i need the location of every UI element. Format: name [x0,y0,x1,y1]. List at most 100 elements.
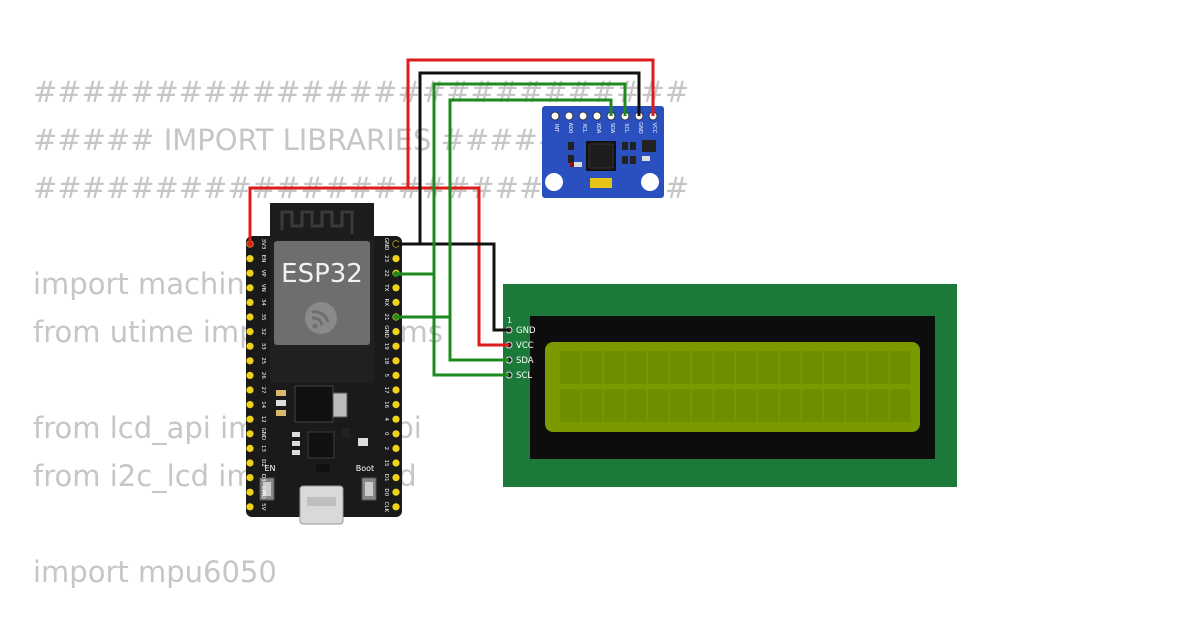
esp32-pin-27[interactable]: 27 [246,386,266,394]
lcd-char-cell [868,351,889,384]
esp32-pin-19[interactable]: 19 [383,342,400,351]
lcd-char-cell [714,389,735,422]
esp32-pin-label: CMD [260,486,266,499]
lcd-char-cell [560,351,581,384]
esp32-pin-rx[interactable]: RX [383,299,400,307]
esp32-pin-label: 15 [383,460,389,467]
wire-22-to-lcd-scl[interactable] [432,274,509,377]
esp32-pin-label: 17 [383,387,389,394]
espressif-logo [305,302,337,334]
esp32-pin-label: D3 [260,474,266,482]
esp32-pin-23[interactable]: 23 [383,255,400,263]
esp32-pin-12[interactable]: 12 [246,415,266,423]
esp32-pin-5v[interactable]: 5V [246,503,266,511]
lcd-pin-marker: 1 [507,316,512,325]
esp32-pin-label: 14 [260,401,266,408]
en-button[interactable]: EN [259,464,276,501]
esp32-pin-2[interactable]: 2 [383,444,400,452]
esp32-pin-33[interactable]: 33 [246,342,266,351]
lcd-character-grid [560,351,911,422]
esp32-pin-5[interactable]: 5 [383,371,400,379]
mpu-pin-label: SDA [609,123,615,134]
code-line: import mpu6050 [33,555,277,589]
antenna-trace [280,210,354,234]
esp32-pin-label: 25 [260,357,266,364]
mpu-pin-ad0[interactable]: AD0 [564,111,574,133]
wire-22-to-mpu-scl[interactable] [396,82,627,276]
esp32-pin-32[interactable]: 32 [246,328,266,336]
lcd-pin-label-scl: SCL [516,371,532,381]
esp32-pin-vp[interactable]: VP [246,269,266,278]
esp32-pin-label: 26 [260,372,266,379]
mpu-pin-xda[interactable]: XDA [592,111,602,134]
lcd-char-cell [648,351,669,384]
esp32-pin-34[interactable]: 34 [246,298,266,307]
esp32-pin-label: EN [260,255,266,263]
esp32-pin-d2[interactable]: D2 [246,459,266,467]
mpu-pin-label: VCC [651,123,657,134]
boot-button[interactable]: Boot [356,464,377,501]
lcd-char-cell [758,351,779,384]
lcd-char-cell [890,389,911,422]
esp32-pin-18[interactable]: 18 [383,357,400,365]
esp32-pin-label: 23 [383,255,389,262]
esp32-pin-15[interactable]: 15 [383,459,400,467]
esp32-pin-4[interactable]: 4 [383,415,400,423]
lcd-char-cell [802,351,823,384]
esp32-pin-label: 21 [383,314,389,321]
esp32-pin-16[interactable]: 16 [383,401,400,409]
esp32-pin-35[interactable]: 35 [246,313,266,321]
esp32-pin-gnd[interactable]: GND [383,325,400,338]
mpu-pin-label: XDA [595,123,601,134]
esp32-pin-0[interactable]: 0 [383,430,400,438]
mpu-pin-label: INT [553,124,559,133]
esp32-board[interactable]: ESP32 EN Boot [246,203,402,525]
usb-port[interactable] [299,485,344,525]
esp32-pin-cmd[interactable]: CMD [246,486,266,499]
esp32-pin-17[interactable]: 17 [383,386,400,394]
mpu-crystal [590,178,612,188]
esp32-pin-clk[interactable]: CLK [383,502,400,513]
mpu-pin-int[interactable]: INT [550,111,560,133]
lcd-char-cell [692,351,713,384]
esp32-pin-d3[interactable]: D3 [246,474,266,482]
wire-21-to-mpu-sda[interactable] [396,98,613,319]
esp32-pin-gnd[interactable]: GND [246,427,266,440]
esp32-pin-label: GND [383,325,389,338]
esp32-pin-tx[interactable]: TX [383,283,400,292]
en-button-label: EN [264,464,275,473]
code-line: import machine [33,267,263,301]
esp32-pin-label: VN [260,284,266,292]
esp32-pin-d0[interactable]: D0 [383,488,400,497]
mpu-pin-label: XCL [581,123,587,133]
lcd-char-cell [846,351,867,384]
esp32-pin-label: 2 [383,447,389,451]
esp32-pin-vn[interactable]: VN [246,284,266,292]
esp32-pin-label: 4 [383,417,389,421]
mpu-pin-label: AD0 [567,123,573,133]
esp32-pin-d1[interactable]: D1 [383,474,400,482]
esp32-pin-label: 16 [383,401,389,408]
esp32-pin-25[interactable]: 25 [246,357,266,365]
esp32-shield [274,241,370,345]
esp32-pin-label: 5 [383,374,389,378]
lcd-char-cell [868,389,889,422]
usb-chip [307,431,335,459]
wire-gnd-to-lcd-gnd[interactable] [396,242,509,332]
mpu-pin-xcl[interactable]: XCL [578,111,588,133]
wire-3v3-to-mpu-vcc[interactable] [406,58,655,188]
esp32-pin-en[interactable]: EN [246,255,266,263]
esp32-pin-label: RX [383,299,389,307]
esp32-pin-14[interactable]: 14 [246,401,266,409]
lcd-module[interactable]: 1 GND VCC SDA SCL [503,284,957,487]
lcd-pin-label-sda: SDA [516,356,534,366]
esp32-pin-13[interactable]: 13 [246,444,266,453]
lcd-char-cell [758,389,779,422]
mpu-pin-label: SCL [623,123,629,133]
esp32-pin-26[interactable]: 26 [246,371,266,380]
wire-21-to-lcd-sda[interactable] [448,317,509,362]
wire-3v3-to-lcd-vcc[interactable] [248,186,509,347]
